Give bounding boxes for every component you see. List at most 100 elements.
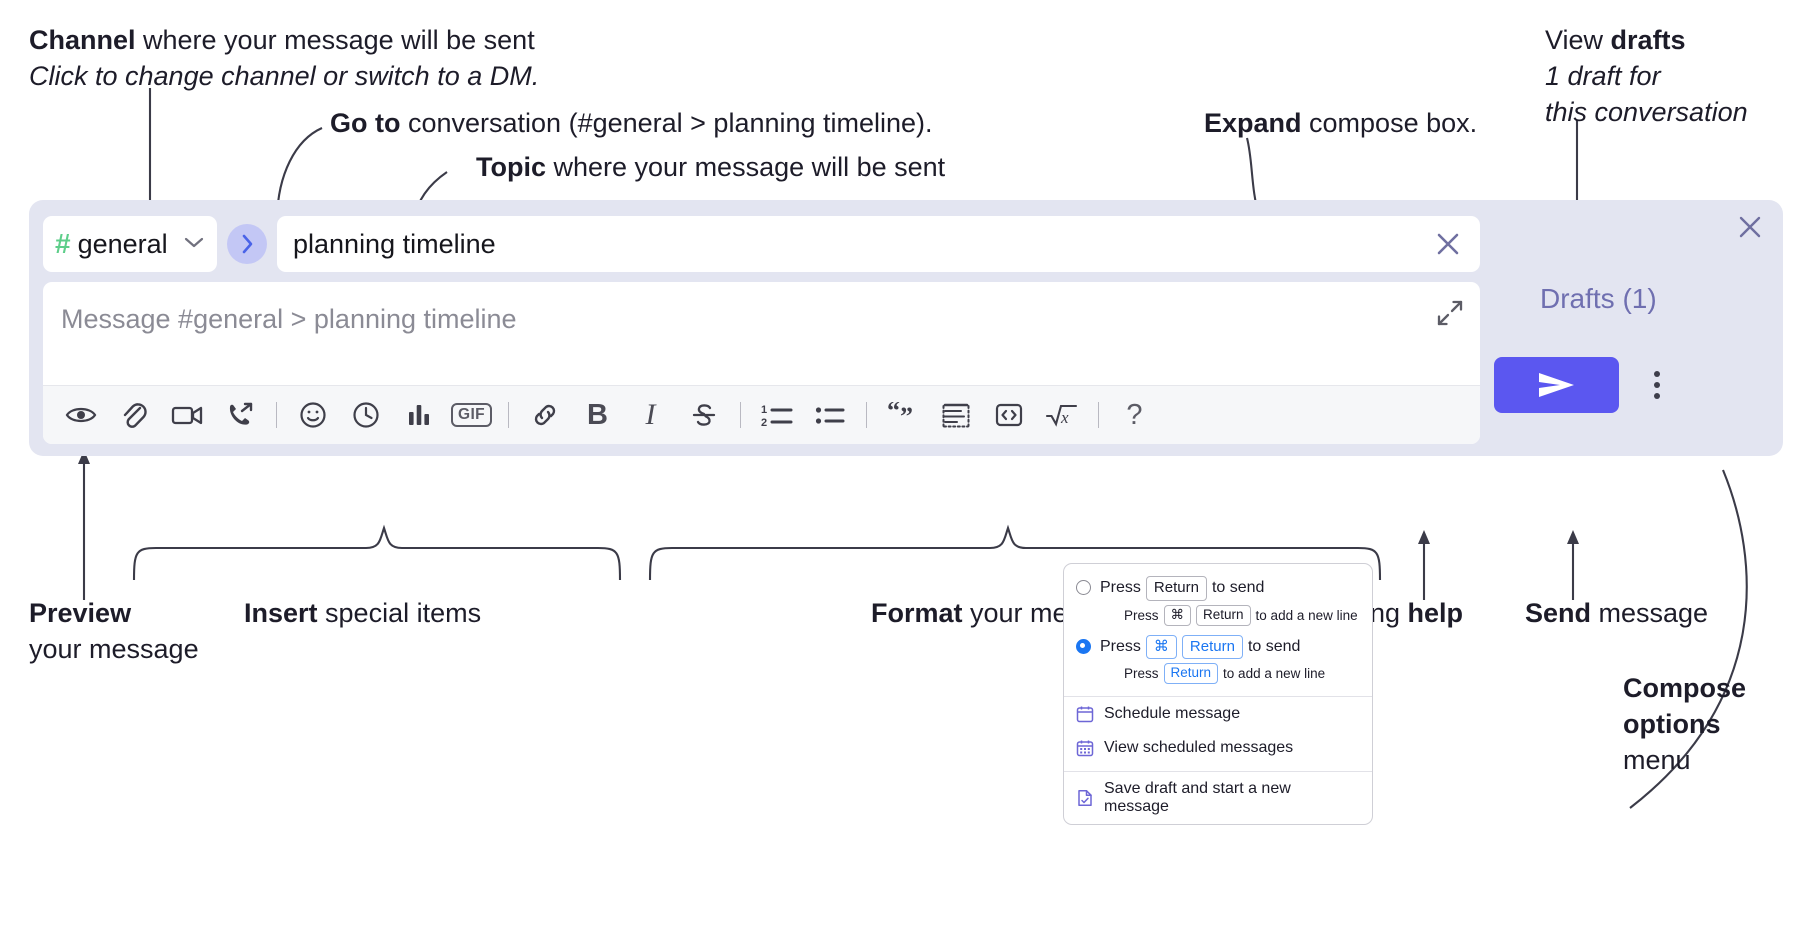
annotation-preview-line2: your message bbox=[29, 634, 199, 664]
kebab-dot bbox=[1654, 393, 1660, 399]
bulleted-list-icon[interactable] bbox=[803, 392, 856, 438]
separator-5 bbox=[1088, 402, 1108, 428]
annotation-channel: Channel where your message will be sent … bbox=[29, 22, 539, 94]
separator-4 bbox=[856, 402, 876, 428]
opt2-press: Press bbox=[1100, 638, 1141, 655]
link-icon[interactable] bbox=[518, 392, 571, 438]
close-icon[interactable] bbox=[1733, 210, 1767, 244]
italic-label: I bbox=[645, 398, 656, 431]
expand-icon[interactable] bbox=[1436, 299, 1464, 327]
code-block-icon[interactable] bbox=[929, 392, 982, 438]
menu-item-label: Save draft and start a new message bbox=[1104, 780, 1291, 816]
radio-icon[interactable] bbox=[1076, 580, 1091, 595]
annotation-goto-bold: Go to bbox=[330, 108, 401, 138]
send-option-return[interactable]: Press Return to send Press ⌘ Return to a… bbox=[1064, 573, 1372, 632]
reminder-icon[interactable] bbox=[339, 392, 392, 438]
key-return: Return bbox=[1163, 663, 1219, 685]
preview-icon[interactable] bbox=[54, 392, 107, 438]
key-return: Return bbox=[1196, 604, 1251, 626]
opt1-sub-rest: to add a new line bbox=[1255, 607, 1358, 623]
opt1-tosend: to send bbox=[1211, 579, 1265, 597]
chevron-down-icon bbox=[183, 235, 205, 254]
annotation-format-bold: Format bbox=[871, 598, 963, 628]
annotation-compose-rest: menu bbox=[1623, 745, 1691, 775]
ordered-list-icon[interactable]: 1 2 bbox=[750, 392, 803, 438]
annotation-expand: Expand compose box. bbox=[1204, 105, 1477, 141]
gif-icon[interactable]: GIF bbox=[445, 392, 498, 438]
attachment-icon[interactable] bbox=[107, 392, 160, 438]
key-command: ⌘ bbox=[1163, 604, 1192, 626]
help-question-mark: ? bbox=[1126, 398, 1143, 431]
opt2-sub-rest: to add a new line bbox=[1223, 666, 1326, 682]
math-icon[interactable]: x bbox=[1035, 392, 1088, 438]
menu-item-label: Schedule message bbox=[1104, 705, 1241, 723]
annotation-channel-italic: Click to change channel or switch to a D… bbox=[29, 61, 540, 91]
strikethrough-icon[interactable] bbox=[677, 392, 730, 438]
annotation-drafts-italic-1: 1 draft for bbox=[1545, 61, 1661, 91]
topic-input[interactable]: planning timeline bbox=[277, 216, 1480, 272]
separator-2 bbox=[498, 402, 518, 428]
compose-options-menu[interactable]: Press Return to send Press ⌘ Return to a… bbox=[1063, 563, 1373, 826]
message-input-box[interactable]: Message #general > planning timeline bbox=[43, 282, 1480, 444]
video-icon[interactable] bbox=[160, 392, 213, 438]
annotation-topic: Topic where your message will be sent bbox=[476, 149, 945, 185]
annotation-insert-bold: Insert bbox=[244, 598, 318, 628]
save-draft-icon bbox=[1076, 789, 1094, 807]
radio-icon[interactable] bbox=[1076, 638, 1091, 654]
blockquote-icon[interactable]: “ ” bbox=[876, 392, 929, 438]
emoji-icon[interactable] bbox=[286, 392, 339, 438]
formatting-help-icon[interactable]: ? bbox=[1108, 392, 1161, 438]
formatting-toolbar: GIF B I bbox=[43, 385, 1480, 444]
topic-value: planning timeline bbox=[293, 228, 496, 259]
channel-name: general bbox=[77, 228, 168, 259]
go-to-conversation-button[interactable] bbox=[227, 224, 267, 264]
svg-text:2: 2 bbox=[761, 417, 767, 428]
annotation-expand-rest: compose box. bbox=[1301, 108, 1478, 138]
annotation-topic-rest: where your message will be sent bbox=[546, 152, 946, 182]
inline-code-icon[interactable] bbox=[982, 392, 1035, 438]
send-option-cmd-return[interactable]: Press ⌘ Return to send Press Return to a… bbox=[1064, 632, 1372, 691]
opt2-sub-press: Press bbox=[1124, 666, 1159, 682]
bold-icon[interactable]: B bbox=[571, 392, 624, 438]
opt1-press: Press bbox=[1100, 579, 1141, 597]
annotation-send-rest: message bbox=[1591, 598, 1709, 628]
key-command: ⌘ bbox=[1145, 634, 1177, 660]
menu-item-label: View scheduled messages bbox=[1104, 739, 1294, 757]
menu-item-view-scheduled[interactable]: View scheduled messages bbox=[1064, 731, 1372, 765]
calendar-icon bbox=[1076, 705, 1094, 723]
gif-label: GIF bbox=[450, 403, 493, 427]
poll-icon[interactable] bbox=[392, 392, 445, 438]
key-return: Return bbox=[1181, 634, 1243, 660]
separator-1 bbox=[266, 402, 286, 428]
bold-label: B bbox=[587, 398, 608, 431]
send-button[interactable] bbox=[1494, 357, 1619, 413]
channel-selector[interactable]: # general bbox=[43, 216, 217, 272]
kebab-dot bbox=[1654, 371, 1660, 377]
separator-3 bbox=[730, 402, 750, 428]
key-return: Return bbox=[1145, 576, 1207, 601]
menu-item-save-draft[interactable]: Save draft and start a new message bbox=[1064, 772, 1372, 824]
annotation-compose-options: Compose options menu bbox=[1623, 670, 1746, 778]
annotation-compose-bold-2: options bbox=[1623, 709, 1721, 739]
close-icon[interactable] bbox=[1434, 230, 1462, 258]
compose-options-button[interactable] bbox=[1642, 362, 1672, 408]
svg-text:x: x bbox=[1060, 408, 1069, 427]
annotation-preview-bold: Preview bbox=[29, 598, 132, 628]
svg-text:1: 1 bbox=[761, 404, 767, 416]
huddle-icon[interactable] bbox=[213, 392, 266, 438]
annotation-goto: Go to conversation (#general > planning … bbox=[330, 105, 933, 141]
drafts-link[interactable]: Drafts (1) bbox=[1540, 283, 1657, 314]
message-placeholder: Message #general > planning timeline bbox=[61, 304, 517, 334]
annotation-send: Send message bbox=[1525, 595, 1708, 631]
compose-header-row: # general planning timeline bbox=[43, 216, 1480, 272]
annotation-help-bold: help bbox=[1407, 598, 1464, 628]
annotation-goto-rest: conversation (#general > planning timeli… bbox=[400, 108, 933, 138]
annotation-compose-bold-1: Compose bbox=[1623, 673, 1747, 703]
annotation-insert-rest: special items bbox=[317, 598, 482, 628]
italic-icon[interactable]: I bbox=[624, 392, 677, 438]
compose-panel: # general planning timeline bbox=[29, 200, 1783, 456]
annotation-drafts: View drafts 1 draft for this conversatio… bbox=[1545, 22, 1748, 130]
svg-text:“: “ bbox=[887, 402, 900, 425]
menu-item-schedule-message[interactable]: Schedule message bbox=[1064, 697, 1372, 731]
